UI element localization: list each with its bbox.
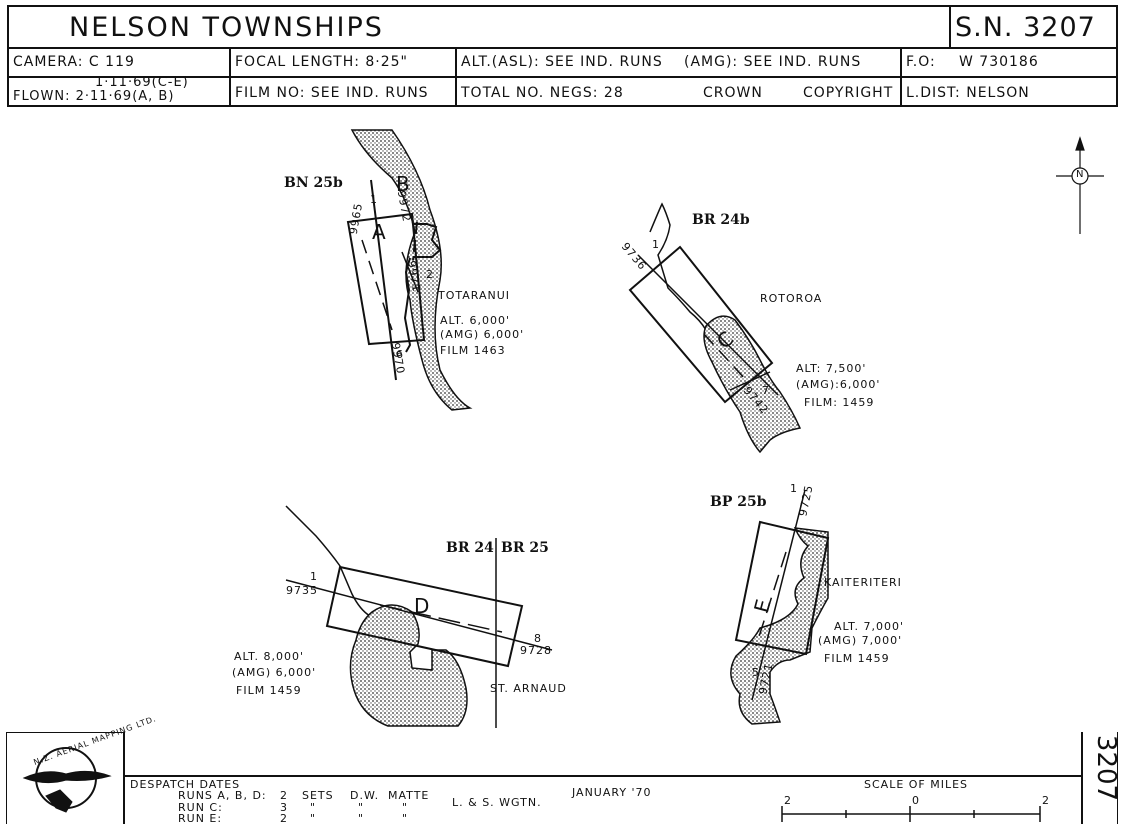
coastline-kaiteriteri <box>730 527 829 725</box>
sheet-label-bp25b: BP 25b <box>710 494 767 510</box>
amg-totaranui: (AMG) 6,000' <box>440 328 525 341</box>
film-st-arnaud: FILM 1459 <box>236 684 302 697</box>
place-st-arnaud: ST. ARNAUD <box>490 682 567 695</box>
photo-run-a-b <box>346 179 442 381</box>
info-row-2: 1·11·69(C-E) FLOWN: 2·11·69(A, B) FILM N… <box>9 75 1118 107</box>
run-label-d: D <box>414 594 430 618</box>
lake-rotoroa <box>703 315 802 454</box>
frame-index-1: 1 <box>370 193 378 206</box>
run-c-ditto-2: " <box>358 801 365 814</box>
place-kaiteriteri: KAITERITERI <box>824 576 902 589</box>
land-district: L.DIST: NELSON <box>900 78 1118 107</box>
altitude-totaranui: ALT. 6,000' <box>440 314 511 327</box>
run-e-ditto-2: " <box>358 812 365 825</box>
altitude-rotoroa: ALT: 7,500' <box>796 362 867 375</box>
copyright-label: COPYRIGHT <box>803 84 894 101</box>
film-number: FILM NO: SEE IND. RUNS <box>229 78 455 107</box>
photo-run-e <box>734 489 830 701</box>
film-kaiteriteri: FILM 1459 <box>824 652 890 665</box>
footer-frame <box>6 732 1118 824</box>
sheet-label-br24: BR 24 <box>446 540 494 556</box>
frame-index-1-e: 1 <box>790 482 798 495</box>
north-label: N <box>1076 169 1085 180</box>
run-e-ditto-3: " <box>402 812 409 825</box>
sheet-label-br24b: BR 24b <box>692 212 750 228</box>
title-block: NELSON TOWNSHIPS S.N. 3207 CAMERA: C 119… <box>7 5 1118 107</box>
run-c-sets: 3 <box>280 801 288 814</box>
coastline-totaranui <box>350 129 473 411</box>
frame-index-7: 7 <box>762 384 770 397</box>
run-label-b: B <box>396 172 410 196</box>
film-totaranui: FILM 1463 <box>440 344 506 357</box>
title-row: NELSON TOWNSHIPS S.N. 3207 <box>9 7 1116 49</box>
scale-tick-zero: 0 <box>912 794 920 807</box>
frame-number-9735: 9735 <box>286 584 318 597</box>
fo-label: F.O: <box>900 47 955 76</box>
focal-length: FOCAL LENGTH: 8·25" <box>229 47 455 76</box>
scale-tick-left: 2 <box>784 794 792 807</box>
runs-abd-dw: D.W. <box>350 789 380 802</box>
altitude-st-arnaud: ALT. 8,000' <box>234 650 305 663</box>
footer-block: N.Z. AERIAL MAPPING LTD. DESPATCH DATES … <box>6 714 1121 825</box>
run-c-label: RUN C: <box>178 801 223 814</box>
frame-index-6: 6 <box>396 348 404 361</box>
side-sheet-number: 3207 <box>1091 734 1121 802</box>
fo-value: W 730186 <box>959 53 1039 70</box>
altitude-asl: ALT.(ASL): SEE IND. RUNS <box>455 47 680 76</box>
nz-aerial-mapping-logo-icon <box>22 747 112 813</box>
run-e-sets: 2 <box>280 812 288 825</box>
north-arrow-icon <box>1056 136 1104 234</box>
amg-rotoroa: (AMG):6,000' <box>796 378 881 391</box>
run-c-ditto-3: " <box>402 801 409 814</box>
total-negatives: TOTAL NO. NEGS: 28 <box>455 78 680 107</box>
river-rotoroa <box>649 202 707 331</box>
frame-index-2: 2 <box>426 268 434 281</box>
lake-rotoiti <box>349 604 468 727</box>
runs-abd-sets: 2 <box>280 789 288 802</box>
run-e-label: RUN E: <box>178 812 223 825</box>
flown-line-1: 1·11·69(C-E) <box>95 75 189 90</box>
frame-index-5: 5 <box>752 666 760 679</box>
altitude-amg: (AMG): SEE IND. RUNS <box>684 53 862 70</box>
camera: CAMERA: C 119 <box>13 53 135 70</box>
despatch-dates-label: DESPATCH DATES <box>130 778 241 791</box>
photo-run-c <box>628 245 779 404</box>
frame-index-1-d: 1 <box>310 570 318 583</box>
sheet-label-bn25b: BN 25b <box>284 175 343 191</box>
sheet-number: S.N. 3207 <box>949 7 1119 47</box>
altitude-kaiteriteri: ALT. 7,000' <box>834 620 905 633</box>
amg-kaiteriteri: (AMG) 7,000' <box>818 634 903 647</box>
run-label-a: A <box>372 220 386 244</box>
scale-title: SCALE OF MILES <box>864 778 969 791</box>
crown-label: CROWN <box>703 84 763 101</box>
info-row-1: CAMERA: C 119 FOCAL LENGTH: 8·25" ALT.(A… <box>9 47 1116 78</box>
frame-number-9728: 9728 <box>520 644 552 657</box>
run-e-ditto-1: " <box>310 812 317 825</box>
flown-line-2: FLOWN: 2·11·69(A, B) <box>13 89 175 104</box>
film-rotoroa: FILM: 1459 <box>804 396 875 409</box>
frame-index-8: 8 <box>534 632 542 645</box>
map-title: NELSON TOWNSHIPS <box>69 11 384 43</box>
scale-bar <box>781 806 1041 822</box>
frame-index-1-c: 1 <box>652 238 660 251</box>
photo-run-d <box>285 565 553 668</box>
runs-abd-label: RUNS A, B, D: <box>178 789 267 802</box>
scale-tick-right: 2 <box>1042 794 1050 807</box>
sheet-label-br25: BR 25 <box>501 540 549 556</box>
runs-abd-matte: MATTE <box>388 789 430 802</box>
flown-dates: 1·11·69(C-E) FLOWN: 2·11·69(A, B) <box>13 75 229 107</box>
place-totaranui: TOTARANUI <box>438 289 511 302</box>
run-c-ditto-1: " <box>310 801 317 814</box>
place-rotoroa: ROTOROA <box>760 292 823 305</box>
runs-abd-sets-label: SETS <box>302 789 334 802</box>
agency: L. & S. WGTN. <box>452 796 542 809</box>
amg-st-arnaud: (AMG) 6,000' <box>232 666 317 679</box>
despatch-date: JANUARY '70 <box>572 786 652 799</box>
